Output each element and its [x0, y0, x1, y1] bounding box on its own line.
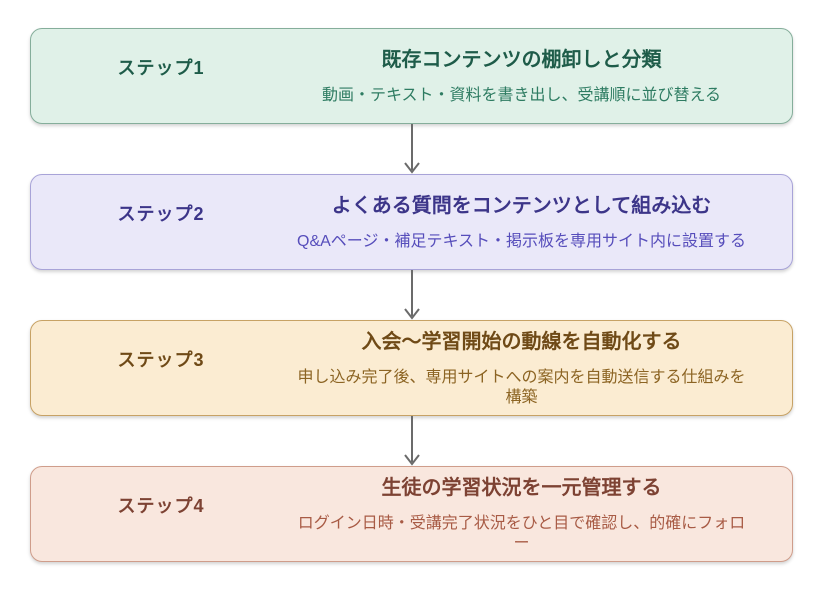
step-3-title: 入会〜学習開始の動線を自動化する — [361, 330, 682, 353]
step-2-label-cell: ステップ2 — [31, 204, 291, 235]
step-3-subtitle: 申し込み完了後、専用サイトへの案内を自動送信する仕組みを構築 — [297, 368, 746, 406]
step-4-content: 生徒の学習状況を一元管理する ログイン日時・受講完了状況をひと目で確認し、的確に… — [291, 475, 792, 554]
step-2-label: ステップ2 — [117, 204, 205, 224]
arrow-down-icon — [403, 270, 420, 320]
arrow-down-icon — [403, 124, 420, 174]
step-1-subtitle: 動画・テキスト・資料を書き出し、受講順に並び替える — [321, 86, 722, 104]
step-1-title: 既存コンテンツの棚卸しと分類 — [381, 48, 662, 71]
step-2-subtitle: Q&Aページ・補足テキスト・掲示板を専用サイト内に設置する — [297, 232, 746, 250]
step-4-title: 生徒の学習状況を一元管理する — [381, 476, 662, 499]
step-1-label: ステップ1 — [117, 58, 205, 78]
step-1-content: 既存コンテンツの棚卸しと分類 動画・テキスト・資料を書き出し、受講順に並び替える — [291, 47, 792, 106]
step-2-box: ステップ2 よくある質問をコンテンツとして組み込む Q&Aページ・補足テキスト・… — [30, 174, 793, 270]
step-3-label-cell: ステップ3 — [31, 350, 291, 381]
step-4-subtitle: ログイン日時・受講完了状況をひと目で確認し、的確にフォロー — [297, 514, 746, 552]
step-1-label-cell: ステップ1 — [31, 58, 291, 89]
step-2-content: よくある質問をコンテンツとして組み込む Q&Aページ・補足テキスト・掲示板を専用… — [291, 193, 792, 252]
step-2-title: よくある質問をコンテンツとして組み込む — [331, 194, 712, 217]
step-1-box: ステップ1 既存コンテンツの棚卸しと分類 動画・テキスト・資料を書き出し、受講順… — [30, 28, 793, 124]
step-3-content: 入会〜学習開始の動線を自動化する 申し込み完了後、専用サイトへの案内を自動送信す… — [291, 329, 792, 408]
step-3-box: ステップ3 入会〜学習開始の動線を自動化する 申し込み完了後、専用サイトへの案内… — [30, 320, 793, 416]
step-4-label-cell: ステップ4 — [31, 496, 291, 527]
step-3-label: ステップ3 — [117, 350, 205, 370]
step-flow: ステップ1 既存コンテンツの棚卸しと分類 動画・テキスト・資料を書き出し、受講順… — [30, 28, 793, 562]
arrow-down-icon — [403, 416, 420, 466]
step-4-box: ステップ4 生徒の学習状況を一元管理する ログイン日時・受講完了状況をひと目で確… — [30, 466, 793, 562]
step-4-label: ステップ4 — [117, 496, 205, 516]
